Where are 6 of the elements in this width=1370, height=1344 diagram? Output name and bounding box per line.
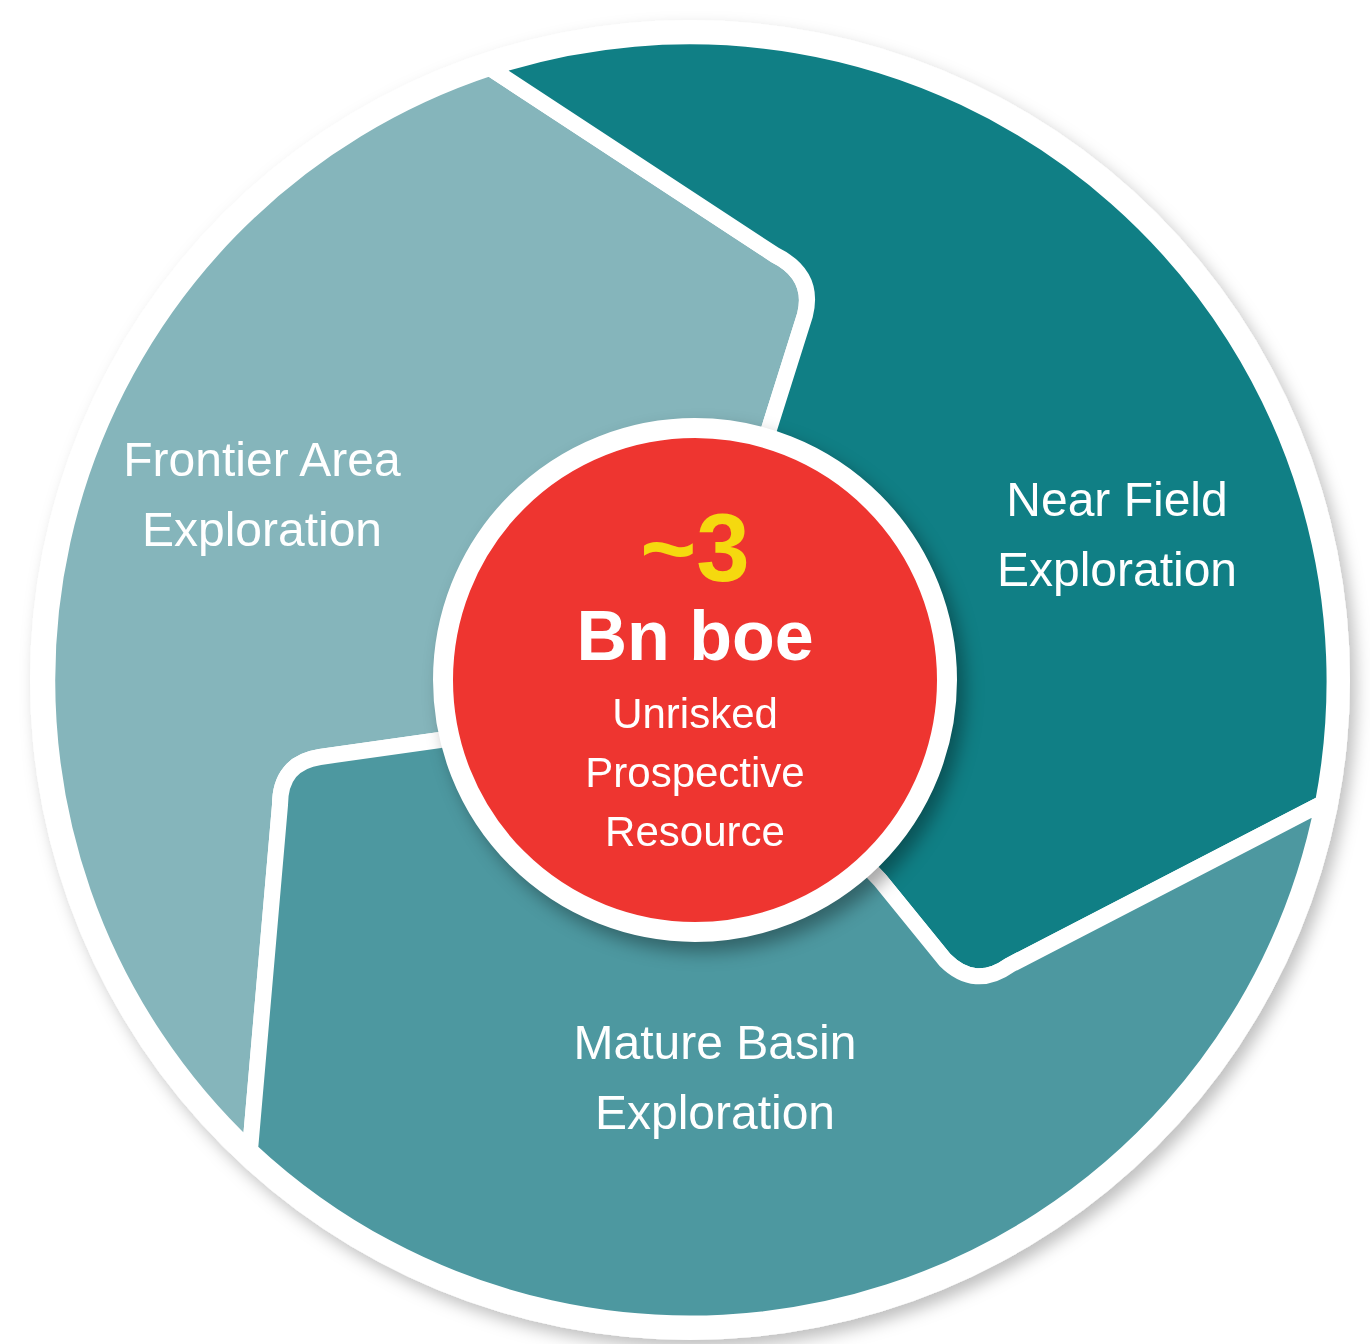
headline-unit: Bn boe bbox=[576, 596, 814, 676]
segment-label: Frontier Area Exploration bbox=[122, 432, 402, 558]
segment-label: Mature Basin Exploration bbox=[572, 1015, 858, 1141]
segment-label: Near Field Exploration bbox=[995, 472, 1239, 598]
center-caption: Unrisked Prospective Resource bbox=[584, 689, 806, 857]
headline-value: ~3 bbox=[640, 500, 750, 596]
